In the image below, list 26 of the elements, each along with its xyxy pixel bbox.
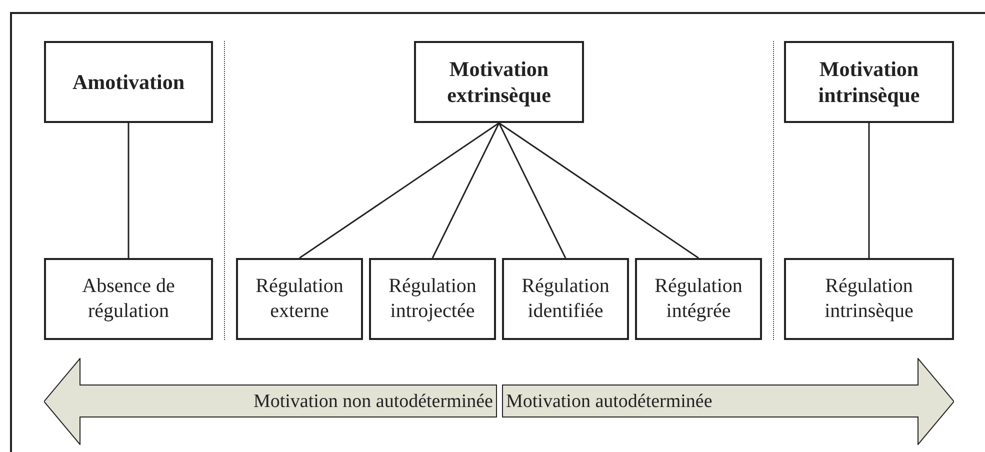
regulation-label: Régulation identifiée bbox=[520, 274, 610, 324]
arrow-label: Motivation autodéterminée bbox=[506, 392, 712, 410]
category-title: Amotivation bbox=[72, 68, 184, 96]
category-title: Motivation extrinsèque bbox=[446, 56, 552, 108]
regulation-label: Régulation intrinsèque bbox=[824, 274, 914, 324]
connector-line bbox=[498, 122, 566, 258]
category-box bbox=[784, 41, 954, 123]
category-title: Motivation intrinsèque bbox=[817, 56, 921, 108]
category-box bbox=[414, 41, 584, 123]
arrow-label: Motivation non autodéterminée bbox=[253, 392, 493, 410]
regulation-box bbox=[44, 258, 213, 340]
connector-line bbox=[498, 122, 699, 259]
connector-line bbox=[128, 123, 130, 258]
connector-line bbox=[299, 122, 500, 259]
regulation-box bbox=[236, 258, 363, 340]
regulation-box bbox=[784, 258, 954, 340]
regulation-label: Absence de régulation bbox=[81, 274, 176, 324]
regulation-box bbox=[502, 258, 629, 340]
regulation-label: Régulation introjectée bbox=[388, 274, 478, 324]
connector-line bbox=[432, 122, 500, 258]
regulation-box bbox=[635, 258, 762, 340]
regulation-label: Régulation externe bbox=[254, 274, 344, 324]
category-box bbox=[44, 41, 213, 123]
regulation-label: Régulation intégrée bbox=[654, 274, 744, 324]
regulation-box bbox=[369, 258, 496, 340]
connector-line bbox=[868, 123, 870, 258]
